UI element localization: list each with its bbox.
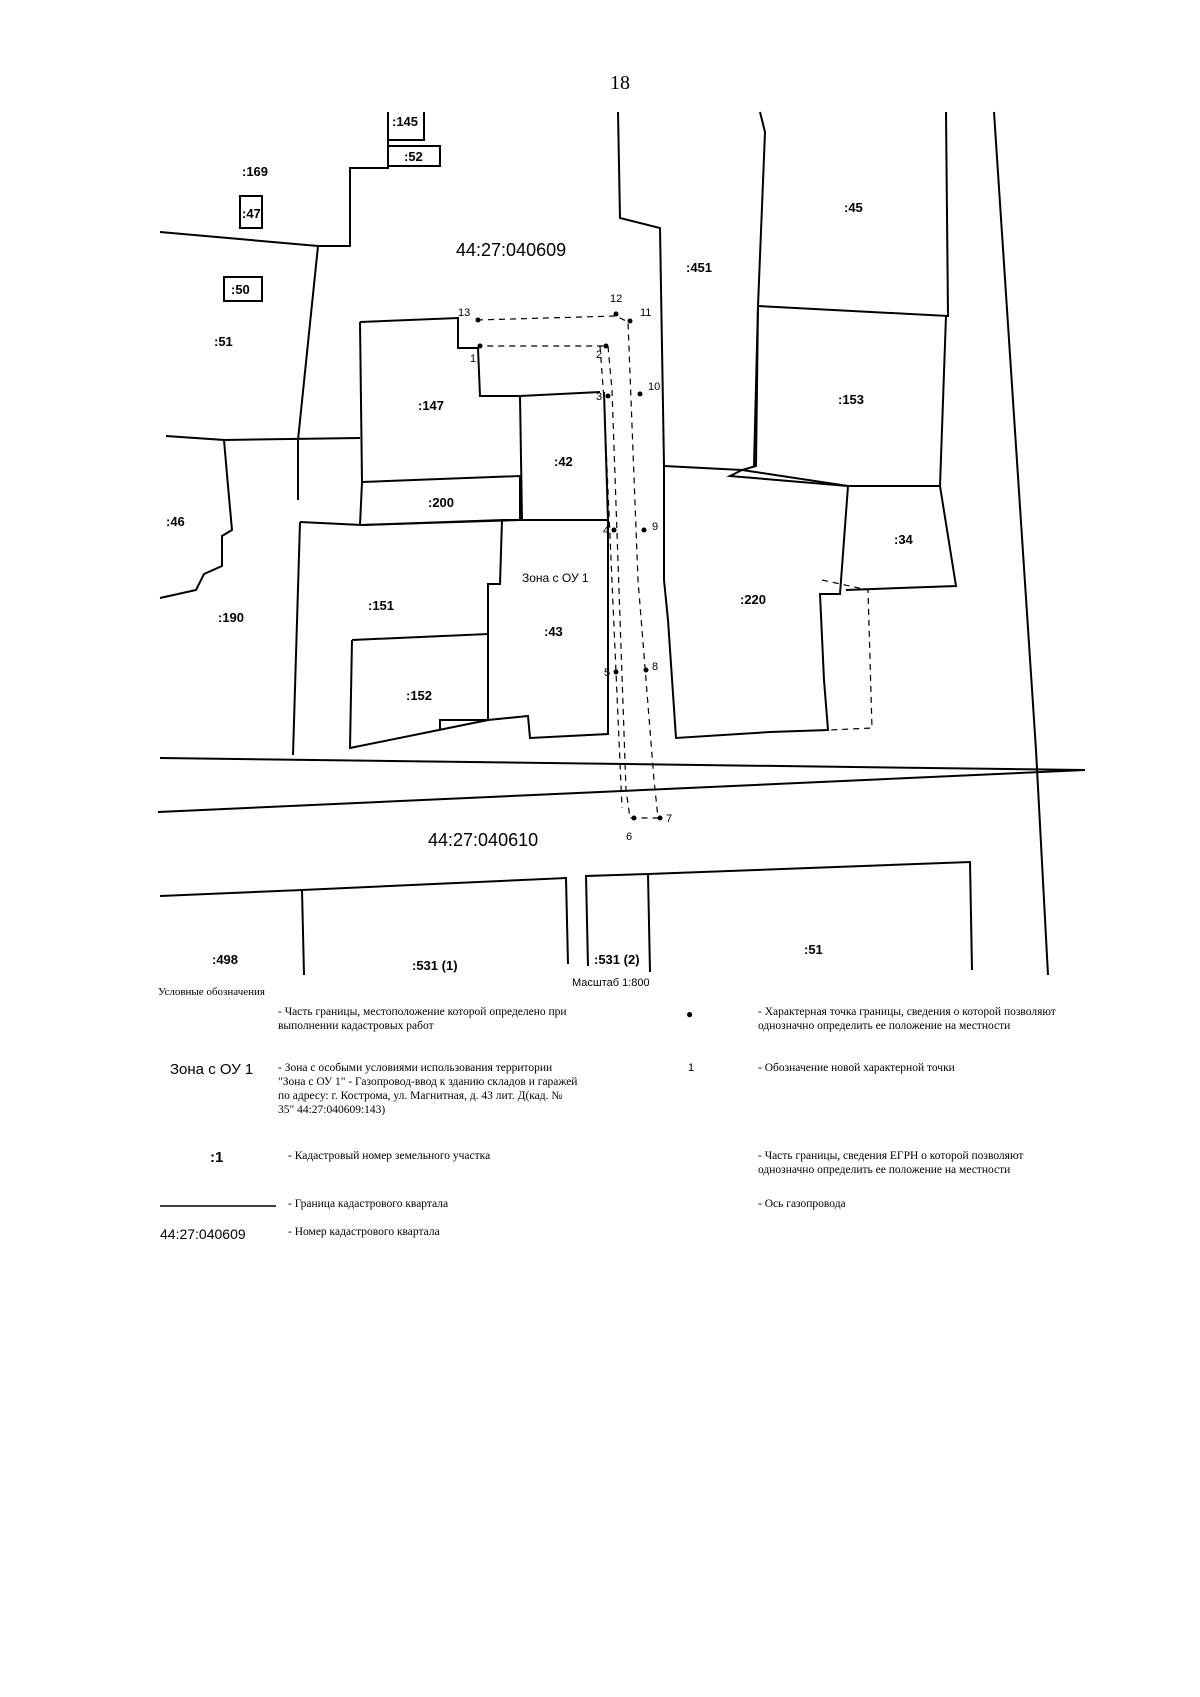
point-label-1: 1 bbox=[470, 353, 476, 365]
legend-text-new-point: - Обозначение новой характерной точки bbox=[758, 1062, 955, 1074]
cadastral-map: 44:27:040609 44:27:040610 :145 :52 :169 … bbox=[157, 111, 1086, 989]
parcel-label-498: :498 bbox=[212, 952, 238, 967]
parcel-boundary-34 bbox=[845, 485, 958, 591]
parcel-boundary-151 bbox=[299, 518, 504, 730]
point-label-11: 11 bbox=[640, 307, 651, 319]
parcel-boundary-190-top bbox=[223, 437, 361, 441]
parcel-boundary-46 bbox=[159, 435, 234, 599]
point-label-12: 12 bbox=[610, 293, 622, 305]
parcel-boundary-47 bbox=[239, 195, 263, 229]
parcel-boundary-152 bbox=[348, 632, 489, 750]
parcel-label-43: :43 bbox=[544, 624, 563, 639]
point-label-7: 7 bbox=[666, 813, 672, 825]
parcel-boundary-dashed-east bbox=[821, 579, 873, 731]
legend-text-gas-pipeline: - Ось газопровода bbox=[758, 1198, 846, 1210]
legend-symbol-new-point: 1 bbox=[688, 1062, 695, 1074]
legend-symbol-cadastral-number: :1 bbox=[210, 1149, 224, 1166]
legend-symbol-quarter-boundary bbox=[160, 1205, 276, 1207]
parcel-label-220: :220 bbox=[740, 592, 766, 607]
scale-label: Масштаб 1:800 bbox=[572, 977, 650, 989]
legend-symbol-quarter-number: 44:27:040609 bbox=[160, 1226, 246, 1242]
parcel-boundary-51-south bbox=[647, 860, 973, 971]
legend-text-quarter-boundary: - Граница кадастрового квартала bbox=[288, 1198, 449, 1210]
point-5 bbox=[613, 669, 619, 675]
point-6 bbox=[631, 815, 637, 821]
quarter-label-1: 44:27:040609 bbox=[456, 240, 566, 260]
parcel-label-42: :42 bbox=[554, 454, 573, 469]
quarter-label-2: 44:27:040610 bbox=[428, 830, 538, 850]
parcel-boundary-531-2 bbox=[584, 872, 651, 973]
parcel-label-47: :47 bbox=[242, 206, 261, 221]
parcel-label-169: :169 bbox=[242, 164, 268, 179]
legend-title: Условные обозначения bbox=[158, 986, 265, 998]
parcel-boundary-145 bbox=[387, 112, 425, 141]
point-1 bbox=[477, 343, 483, 349]
parcel-label-51: :51 bbox=[214, 334, 233, 349]
legend-symbol-zone: Зона с ОУ 1 bbox=[170, 1061, 254, 1078]
parcel-label-531-2: :531 (2) bbox=[594, 952, 640, 967]
point-label-8: 8 bbox=[652, 661, 658, 673]
legend-text-boundary-determined: - Часть границы, местоположение которой … bbox=[278, 1006, 567, 1032]
point-label-5: 5 bbox=[604, 667, 610, 679]
parcel-label-145: :145 bbox=[392, 114, 418, 129]
point-2 bbox=[603, 343, 609, 349]
point-12 bbox=[613, 311, 619, 317]
parcel-boundary-151-west bbox=[292, 521, 301, 756]
zone-label: Зона с ОУ 1 bbox=[522, 571, 589, 585]
legend-text-quarter-number: - Номер кадастрового квартала bbox=[288, 1226, 440, 1238]
parcel-label-190: :190 bbox=[218, 610, 244, 625]
parcel-label-52: :52 bbox=[404, 149, 423, 164]
parcel-label-46: :46 bbox=[166, 514, 185, 529]
parcel-boundary-51-west bbox=[297, 245, 319, 500]
parcel-boundary-north bbox=[617, 111, 669, 621]
point-9 bbox=[641, 527, 647, 533]
parcel-label-200: :200 bbox=[428, 495, 454, 510]
parcel-boundary-531-1 bbox=[301, 876, 569, 965]
parcel-label-531-1: :531 (1) bbox=[412, 958, 458, 973]
parcel-boundary-43 bbox=[487, 519, 609, 740]
parcel-label-151: :151 bbox=[368, 598, 394, 613]
point-10 bbox=[637, 391, 643, 397]
point-4 bbox=[611, 527, 617, 533]
legend-text-zone: - Зона с особыми условиями использования… bbox=[278, 1062, 578, 1116]
legend-text-cadastral-number: - Кадастровый номер земельного участка bbox=[288, 1150, 491, 1162]
parcel-label-153: :153 bbox=[838, 392, 864, 407]
parcel-boundary-east bbox=[993, 111, 1049, 976]
point-icon: ● bbox=[686, 1007, 694, 1021]
legend-text-egrn-boundary: - Часть границы, сведения ЕГРН о которой… bbox=[758, 1150, 1024, 1176]
parcel-boundary-50 bbox=[223, 276, 263, 302]
point-label-13: 13 bbox=[458, 307, 470, 319]
point-label-10: 10 bbox=[648, 381, 660, 393]
point-8 bbox=[643, 667, 649, 673]
parcel-boundary-45 bbox=[757, 111, 950, 318]
point-label-6: 6 bbox=[626, 831, 632, 843]
point-11 bbox=[627, 318, 633, 324]
parcel-boundary-451 bbox=[753, 111, 767, 467]
point-label-4: 4 bbox=[603, 525, 609, 537]
page-number: 18 bbox=[610, 72, 630, 94]
parcel-label-51-south: :51 bbox=[804, 942, 823, 957]
point-3 bbox=[605, 393, 611, 399]
parcel-boundary-147 bbox=[359, 316, 601, 397]
point-label-9: 9 bbox=[652, 521, 658, 533]
parcel-label-45: :45 bbox=[844, 200, 863, 215]
quarter-boundary-1 bbox=[159, 757, 1086, 771]
parcel-label-152: :152 bbox=[406, 688, 432, 703]
point-label-2: 2 bbox=[596, 349, 602, 361]
point-label-3: 3 bbox=[596, 391, 602, 403]
parcel-label-50: :50 bbox=[231, 282, 250, 297]
parcel-boundary-169 bbox=[159, 140, 389, 247]
parcel-boundary-147-west bbox=[359, 321, 364, 526]
legend-text-characteristic-point: - Характерная точка границы, сведения о … bbox=[758, 1006, 1056, 1032]
zone-boundary bbox=[476, 315, 659, 819]
parcel-label-451: :451 bbox=[686, 260, 712, 275]
point-7 bbox=[657, 815, 663, 821]
parcel-label-147: :147 bbox=[418, 398, 444, 413]
parcel-boundary-220 bbox=[663, 465, 850, 740]
parcel-label-34: :34 bbox=[894, 532, 914, 547]
point-13 bbox=[475, 317, 481, 323]
